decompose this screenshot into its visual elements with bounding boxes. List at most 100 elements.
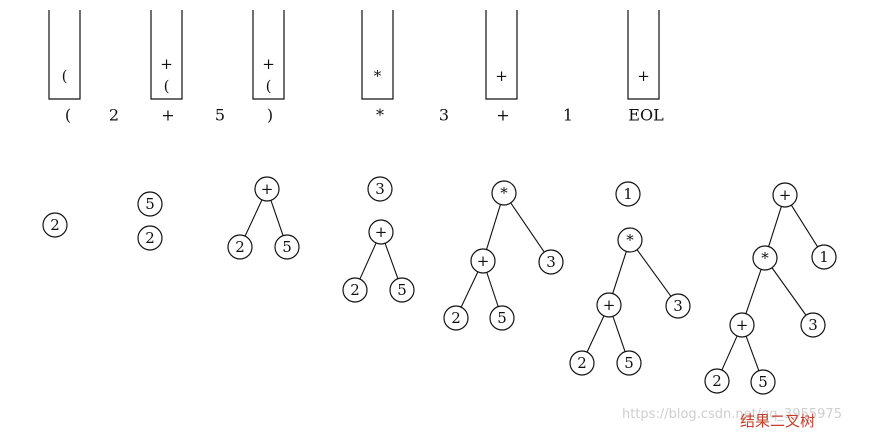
tree-node: 2: [227, 234, 253, 260]
tree-edge: [586, 315, 605, 353]
tree-node: +: [772, 182, 798, 208]
watermark-text: https://blog.csdn.net/qq_3955975: [622, 407, 842, 422]
node-label: *: [500, 184, 508, 202]
node-label: 5: [145, 195, 155, 213]
node-circle: [750, 369, 776, 395]
tree-node: 2: [569, 350, 595, 376]
node-circle: [489, 305, 515, 331]
tree-node: +: [729, 312, 755, 338]
node-label: 2: [712, 372, 722, 390]
tree-node: 2: [137, 225, 163, 251]
node-circle: [729, 312, 755, 338]
stack-1: +(: [150, 10, 183, 100]
input-token: 5: [215, 106, 225, 125]
node-circle: [137, 225, 163, 251]
node-label: +: [779, 186, 792, 204]
node-circle: [800, 312, 826, 338]
tree-node: 1: [615, 181, 641, 207]
tree-node: +: [596, 292, 622, 318]
node-circle: [772, 182, 798, 208]
node-circle: [42, 212, 68, 238]
input-token: ): [267, 106, 273, 125]
tree-edge: [460, 271, 479, 308]
tree-node: 3: [367, 176, 393, 202]
stack-outline: [48, 10, 81, 100]
stack-item: +: [262, 55, 275, 73]
node-label: 3: [375, 180, 385, 198]
node-circle: [227, 234, 253, 260]
forest-snapshot-1: 52: [137, 191, 163, 251]
tree-node: 5: [489, 305, 515, 331]
tree-edge: [486, 272, 499, 307]
node-label: 5: [397, 281, 407, 299]
node-label: 2: [577, 354, 587, 372]
node-circle: [389, 277, 415, 303]
tree-edge: [612, 251, 627, 294]
tree-edge: [359, 242, 377, 280]
input-token: +: [496, 106, 509, 125]
result-caption: 结果二叉树: [740, 412, 815, 430]
tree-node: 2: [342, 277, 368, 303]
node-label: 5: [282, 238, 292, 256]
node-label: 1: [819, 248, 829, 266]
stack-item: (: [266, 77, 272, 95]
tree-edge: [721, 335, 738, 371]
tree-node: 5: [137, 191, 163, 217]
node-circle: [367, 176, 393, 202]
input-token: (: [65, 106, 71, 125]
stack-item: +: [637, 67, 650, 85]
node-label: 5: [624, 354, 634, 372]
forest-snapshot-0: 2: [42, 212, 68, 238]
node-label: 2: [50, 216, 60, 234]
tree-node: 2: [42, 212, 68, 238]
tree-edge: [745, 269, 762, 314]
node-label: 5: [497, 309, 507, 327]
tree-node: 5: [389, 277, 415, 303]
input-token: 1: [563, 106, 573, 125]
input-token: EOL: [628, 106, 664, 125]
node-circle: [616, 350, 642, 376]
tree-edge: [270, 200, 284, 236]
tree-edge: [790, 204, 819, 248]
node-circle: [443, 305, 469, 331]
tree-edge: [768, 206, 782, 247]
node-circle: [274, 234, 300, 260]
node-circle: [342, 277, 368, 303]
node-circle: [752, 245, 778, 271]
stack-2: +(: [252, 10, 285, 100]
tree-node: 5: [750, 369, 776, 395]
tree-node: 3: [800, 312, 826, 338]
node-circle: [704, 368, 730, 394]
node-circle: [368, 219, 394, 245]
node-label: *: [626, 231, 634, 249]
tree-node: 2: [704, 368, 730, 394]
stack-item: +: [160, 55, 173, 73]
tree-node: *: [491, 180, 517, 206]
node-label: +: [261, 180, 274, 198]
stack-item: (: [62, 67, 68, 85]
tree-node: 3: [538, 249, 564, 275]
operator-stacks: (+(+(*++: [48, 10, 660, 100]
stack-outline: [485, 10, 518, 100]
node-circle: [254, 176, 280, 202]
stack-outline: [361, 10, 394, 100]
stack-item: +: [495, 67, 508, 85]
node-label: 3: [673, 297, 683, 315]
input-token: 2: [109, 106, 119, 125]
tree-node: +: [470, 248, 496, 274]
stack-outline: [627, 10, 660, 100]
tree-edge: [244, 199, 263, 237]
tree-edge: [612, 316, 626, 352]
tree-node: 3: [665, 293, 691, 319]
stack-item: *: [374, 67, 382, 85]
node-circle: [137, 191, 163, 217]
node-label: 2: [350, 281, 360, 299]
node-label: +: [477, 252, 490, 270]
stack-4: +: [485, 10, 518, 100]
tree-edge: [771, 267, 807, 316]
node-label: 2: [145, 229, 155, 247]
